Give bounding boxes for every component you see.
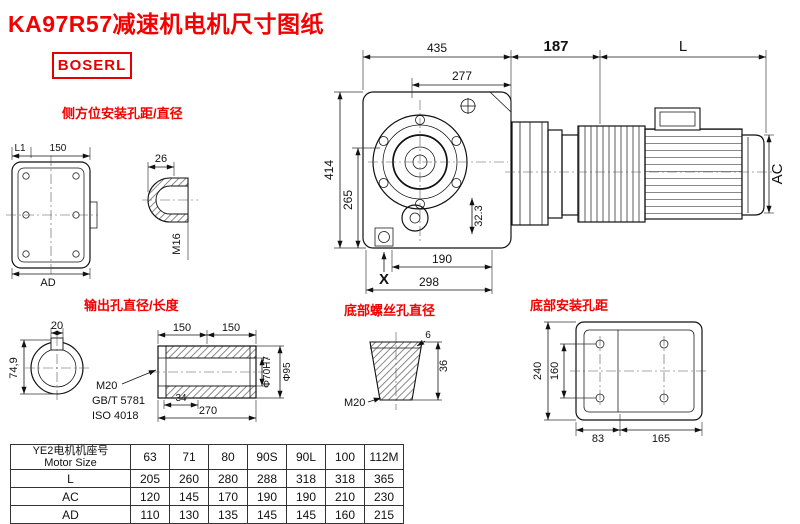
cell-AD-3: 145: [247, 505, 287, 524]
dim-motor-L: L: [679, 38, 687, 55]
dims-screw: 6 36 M20: [344, 330, 450, 409]
col-size-112M: 112M: [364, 444, 404, 470]
dim-hub-34: 34: [175, 393, 187, 404]
dim-side-M16: M16: [171, 233, 183, 254]
gearbox-view: [362, 91, 512, 249]
cell-AD-0: 110: [130, 505, 170, 524]
label-gbt-5781: GB/T 5781: [92, 395, 145, 407]
motor-view: [505, 107, 776, 226]
boserl-logo-text: BOSERL: [57, 57, 127, 74]
table-header-cn: YE2电机机座号: [32, 445, 109, 457]
dim-center-265: 265: [341, 190, 355, 210]
page-title: KA97R57减速机电机尺寸图纸: [8, 11, 324, 37]
dims-output: 20 74,9 150 150 34 270 M20 GB/T 5781 ISO…: [8, 320, 293, 422]
dim-base-298: 298: [419, 275, 439, 289]
table-row-AC: AC 120 145 170 190 190 210 230: [10, 487, 404, 506]
dims-top: 435 187 L 277: [362, 38, 767, 133]
cell-L-6: 365: [364, 469, 404, 488]
cell-AD-6: 215: [364, 505, 404, 524]
label-iso-4018: ISO 4018: [92, 410, 138, 422]
cell-AD-1: 130: [169, 505, 209, 524]
dim-side-26: 26: [155, 153, 167, 165]
col-size-80: 80: [208, 444, 248, 470]
cell-AC-3: 190: [247, 487, 287, 506]
dim-bore-70H7: Φ70H7: [262, 356, 273, 388]
col-size-90S: 90S: [247, 444, 287, 470]
dims-rear: L1 150 AD: [11, 143, 91, 289]
col-size-100: 100: [325, 444, 365, 470]
cell-L-0: 205: [130, 469, 170, 488]
table-header-motor-size: YE2电机机座号 Motor Size: [10, 444, 131, 470]
table-row-AD: AD 110 130 135 145 145 160 215: [10, 505, 404, 524]
label-bottom-mount: 底部安装孔距: [530, 298, 609, 313]
cell-AD-5: 160: [325, 505, 365, 524]
dim-hub-95: Φ95: [282, 362, 293, 382]
dim-screw-6: 6: [425, 330, 431, 341]
cell-AC-0: 120: [130, 487, 170, 506]
bottom-mount-view: [570, 321, 708, 421]
table-header-row: YE2电机机座号 Motor Size 63 71 80 90S 90L 100…: [10, 444, 404, 470]
cell-AC-4: 190: [286, 487, 326, 506]
motor-size-table: YE2电机机座号 Motor Size 63 71 80 90S 90L 100…: [10, 444, 404, 524]
dim-motor-AC: AC: [769, 163, 786, 184]
cell-L-5: 318: [325, 469, 365, 488]
dim-key-20: 20: [51, 320, 63, 332]
col-size-63: 63: [130, 444, 170, 470]
cell-AC-6: 230: [364, 487, 404, 506]
boserl-logo: BOSERL: [52, 52, 132, 79]
dims-main-vertical: 414 265 AC 32.3: [322, 91, 786, 249]
output-bore-view: [25, 336, 264, 402]
side-hole-view: [142, 177, 198, 223]
label-bottom-screw: 底部螺丝孔直径: [344, 303, 436, 318]
dim-mount-160: 160: [549, 362, 561, 380]
row-label-AD: AD: [10, 505, 131, 524]
cell-AC-1: 145: [169, 487, 209, 506]
table-row-L: L 205 260 280 288 318 318 365: [10, 469, 404, 488]
row-label-AC: AC: [10, 487, 131, 506]
cell-L-3: 288: [247, 469, 287, 488]
dims-mount: 240 160 83 165: [532, 321, 703, 445]
cell-L-4: 318: [286, 469, 326, 488]
dim-mount-83: 83: [592, 433, 604, 445]
dim-flange-187: 187: [543, 38, 568, 55]
row-label-L: L: [10, 469, 131, 488]
col-size-71: 71: [169, 444, 209, 470]
dim-height-414: 414: [322, 160, 336, 180]
dim-body-277: 277: [452, 69, 472, 83]
label-M20: M20: [96, 380, 117, 392]
cell-AC-2: 170: [208, 487, 248, 506]
dim-mount-165: 165: [652, 433, 670, 445]
label-screw-M20: M20: [344, 397, 365, 409]
cell-L-2: 280: [208, 469, 248, 488]
dim-rear-L1: L1: [14, 143, 26, 154]
cell-L-1: 260: [169, 469, 209, 488]
dim-rear-150: 150: [50, 143, 67, 154]
dim-screw-36: 36: [438, 360, 450, 372]
dim-mount-240: 240: [532, 362, 544, 380]
dim-shaft-150b: 150: [222, 322, 240, 334]
col-size-90L: 90L: [286, 444, 326, 470]
dim-key-749: 74,9: [8, 357, 20, 378]
cell-AD-4: 145: [286, 505, 326, 524]
dims-main-bottom: 190 298 X: [365, 250, 493, 294]
cell-AC-5: 210: [325, 487, 365, 506]
dim-shaft-150a: 150: [173, 322, 191, 334]
dim-x-mark: X: [379, 271, 389, 288]
label-output-hole: 输出孔直径/长度: [84, 298, 179, 313]
dim-rear-AD: AD: [40, 277, 55, 289]
dim-foot-190: 190: [432, 252, 452, 266]
bottom-screw-view: [369, 332, 423, 410]
label-side-mount: 侧方位安装孔距/直径: [62, 106, 183, 121]
dim-overall-width: 435: [427, 41, 447, 55]
dim-shaft-270: 270: [199, 405, 217, 417]
table-header-en: Motor Size: [44, 457, 97, 469]
rear-view: [6, 156, 98, 274]
dim-foot-323: 32.3: [473, 205, 485, 226]
cell-AD-2: 135: [208, 505, 248, 524]
dims-side-hole: 26 M16: [147, 153, 189, 260]
